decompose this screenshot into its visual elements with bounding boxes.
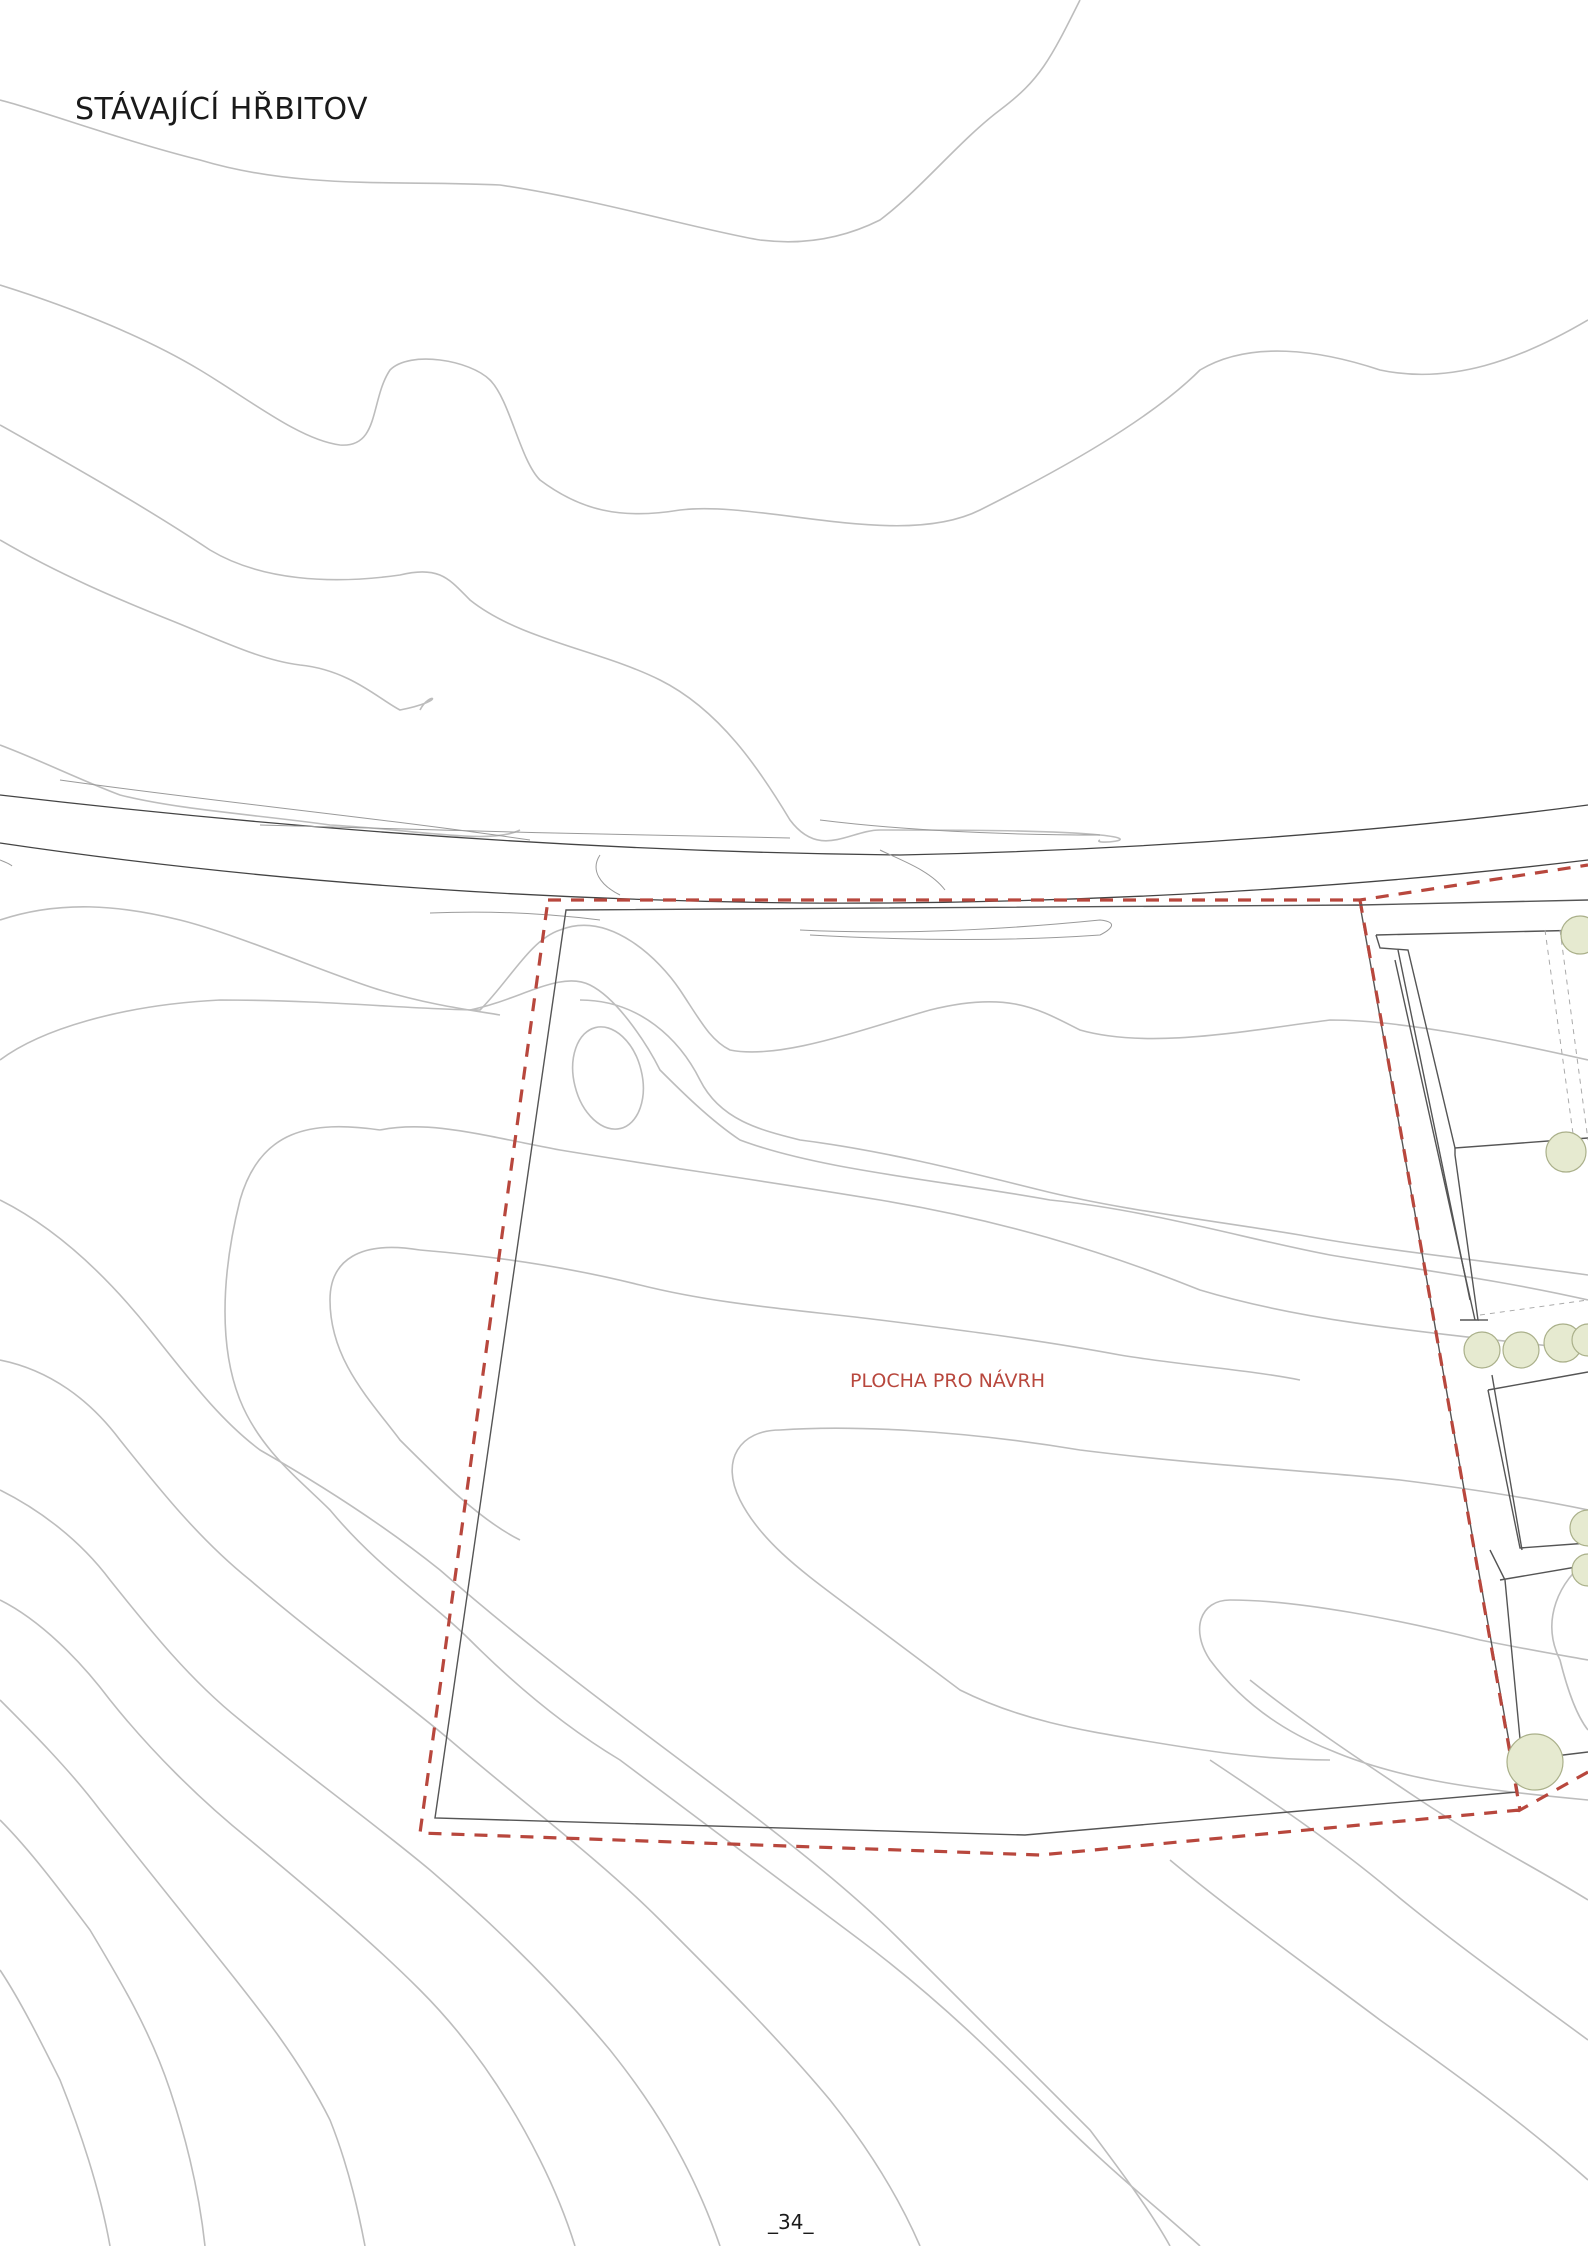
contour-line xyxy=(1209,1759,1588,2041)
tree-icon xyxy=(1571,1323,1588,1357)
tree-icon xyxy=(1569,1509,1588,1547)
tree-icon xyxy=(1571,1553,1588,1587)
road-verge xyxy=(59,779,531,841)
road-verge xyxy=(799,919,1112,941)
contour-line xyxy=(1551,1559,1588,1731)
contour-line xyxy=(379,1125,1588,1351)
cemetery-path xyxy=(1375,934,1588,1149)
design-area xyxy=(418,863,1588,1857)
tree-icon xyxy=(1463,1331,1501,1369)
road-verge xyxy=(819,819,1101,836)
contour-line xyxy=(419,1249,1301,1381)
road-verge xyxy=(429,911,601,921)
cemetery-path xyxy=(1454,1148,1479,1321)
page-title: STÁVAJÍCÍ HŘBITOV xyxy=(75,92,369,127)
design-area-boundary xyxy=(418,863,1588,1857)
cemetery-grave-row xyxy=(1479,1299,1588,1316)
contour-line xyxy=(0,744,521,838)
contour-line xyxy=(0,1599,576,2246)
tree-icon xyxy=(1502,1331,1540,1369)
contour-line xyxy=(0,1199,1171,2246)
contour-line xyxy=(469,980,1588,1301)
contour-line xyxy=(0,1489,721,2246)
contour-line xyxy=(0,924,1588,1061)
road xyxy=(0,779,1588,941)
tree-icon xyxy=(1506,1733,1564,1791)
contour-line xyxy=(329,1246,521,1541)
contour-line xyxy=(0,1699,366,2246)
contour-line xyxy=(0,424,1121,843)
contour-line xyxy=(1169,1859,1588,2181)
contour-line xyxy=(224,1125,1201,2246)
road-verge xyxy=(0,859,13,867)
contour-line xyxy=(1198,1599,1588,1801)
cemetery-grave-row xyxy=(1559,929,1588,1141)
cemetery-path xyxy=(1487,1371,1588,1391)
road-edge-south xyxy=(0,842,1588,904)
cemetery-grave-row xyxy=(1544,929,1576,1149)
tree-icon xyxy=(1545,1131,1587,1173)
tree-icon xyxy=(1560,915,1588,955)
contour-line xyxy=(0,1819,206,2246)
cemetery-path xyxy=(1487,1389,1588,1549)
cemetery-wall xyxy=(1359,899,1588,906)
cemetery-path xyxy=(1489,1549,1523,1761)
contour-line xyxy=(0,0,1081,243)
contour-line xyxy=(0,284,1588,527)
contour-hill xyxy=(571,1026,645,1130)
cemetery-path xyxy=(1491,1374,1523,1551)
road-edge-north xyxy=(0,794,1588,856)
contour-line xyxy=(731,1429,1331,1761)
page-number: _34_ xyxy=(768,2210,814,2234)
road-verge xyxy=(259,824,791,839)
contour-line xyxy=(0,1969,111,2246)
road-verge xyxy=(595,854,621,896)
contour-line xyxy=(1229,1599,1588,1661)
contour-line xyxy=(0,906,501,1016)
contour-line xyxy=(779,1427,1588,1511)
contour-line xyxy=(579,999,1588,1276)
cemetery-path xyxy=(1394,959,1476,1321)
contour-line xyxy=(0,539,434,711)
trees xyxy=(1463,915,1588,1791)
contour-line xyxy=(0,1359,921,2246)
cemetery-path xyxy=(1375,929,1588,936)
design-area-label: PLOCHA PRO NÁVRH xyxy=(850,1370,1046,1392)
design-area-outline xyxy=(434,904,1519,1836)
road-verge xyxy=(879,849,946,891)
